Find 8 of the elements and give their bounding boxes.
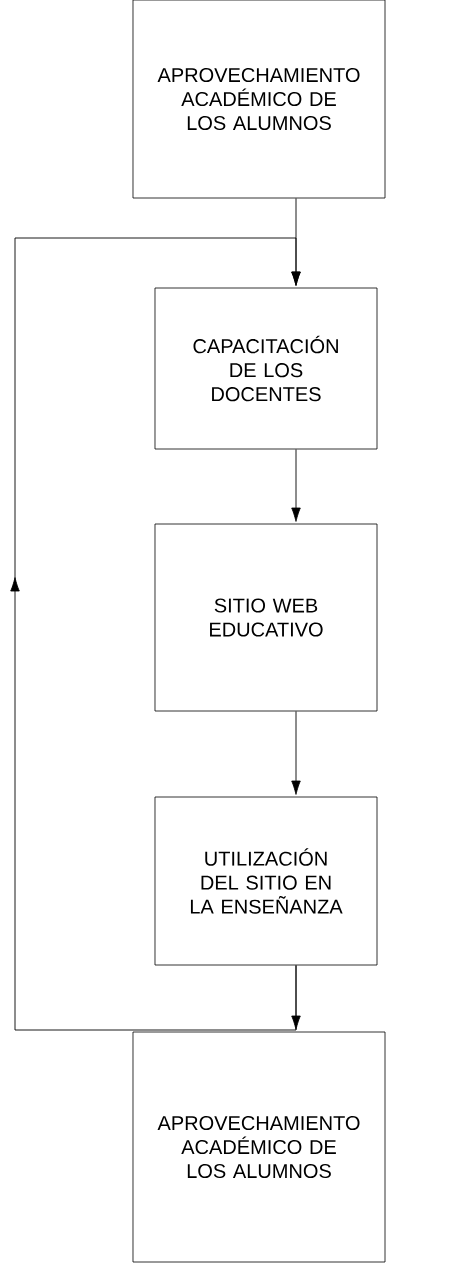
arrow — [291, 448, 301, 522]
process-box: UTILIZACIÓN DEL SITIO EN LA ENSEÑANZA — [154, 796, 378, 966]
arrow — [291, 710, 301, 795]
process-box: APROVECHAMIENTO ACADÉMICO DE LOS ALUMNOS — [132, 1031, 386, 1263]
process-box: SITIO WEB EDUCATIVO — [154, 523, 378, 712]
process-box: APROVECHAMIENTO ACADÉMICO DE LOS ALUMNOS — [132, 0, 386, 199]
feedback-arrow — [10, 237, 301, 1031]
process-box: CAPACITACIÓN DE LOS DOCENTES — [154, 287, 378, 450]
